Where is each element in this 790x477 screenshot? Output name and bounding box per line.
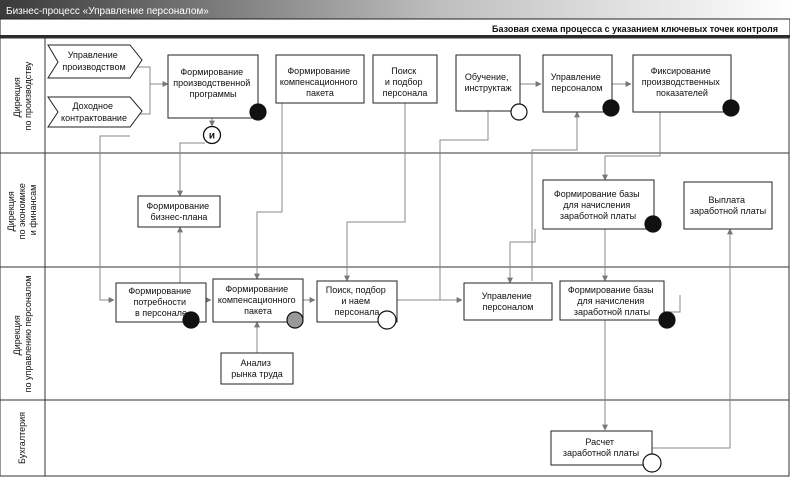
gateway-circle bbox=[202, 125, 222, 145]
process-box bbox=[220, 352, 294, 385]
swimlane-frame bbox=[0, 37, 790, 477]
box-salary-base-2: Формирование базы для начисления заработ… bbox=[559, 280, 665, 321]
process-box-label: Формирование базы для начисления заработ… bbox=[554, 189, 642, 221]
box-business-plan: Формирование бизнес-плана bbox=[137, 195, 221, 228]
process-box-label: Управление персоналом bbox=[482, 291, 535, 312]
and-gateway: и bbox=[202, 125, 222, 145]
process-box-label: Выплата заработной платы bbox=[690, 195, 766, 216]
control-point-marker bbox=[182, 311, 200, 329]
flow-arrow bbox=[602, 112, 661, 181]
box-search-selection-1: Поиск и подбор персонала bbox=[372, 54, 438, 104]
process-box-label: Формирование потребности в персонале bbox=[128, 286, 193, 318]
box-production-program: Формирование производственной программы bbox=[167, 54, 259, 119]
box-salary-base-1: Формирование базы для начисления заработ… bbox=[542, 179, 655, 230]
box-compensation-package-1: Формирование компенсационного пакета bbox=[275, 54, 365, 104]
process-box-label: Расчет заработной платы bbox=[563, 437, 639, 458]
process-box bbox=[455, 54, 521, 112]
process-box-label: Формирование компенсационного пакета bbox=[218, 284, 298, 316]
process-box bbox=[372, 54, 438, 104]
header-title-bar bbox=[0, 0, 790, 19]
control-point-marker bbox=[249, 103, 267, 121]
control-point-marker bbox=[286, 311, 304, 329]
process-steps: Формирование производственной программы … bbox=[115, 54, 773, 466]
process-box-label: Формирование компенсационного пакета bbox=[280, 66, 360, 98]
process-box bbox=[137, 195, 221, 228]
input-shape bbox=[47, 96, 143, 128]
process-box bbox=[212, 278, 304, 323]
control-points bbox=[182, 99, 740, 473]
process-box bbox=[632, 54, 732, 113]
subtitle-underline bbox=[0, 35, 790, 38]
control-point-marker bbox=[642, 453, 662, 473]
process-box bbox=[550, 430, 653, 466]
box-personnel-management-1: Управление персоналом bbox=[542, 54, 613, 113]
control-point-marker bbox=[658, 311, 676, 329]
swimlanes: Дирекция по производству Дирекция по эко… bbox=[0, 37, 790, 477]
input-revenue-contracting: Доходное контрактование bbox=[47, 96, 143, 128]
process-box-label: Формирование бизнес-плана bbox=[146, 201, 211, 222]
process-box bbox=[542, 54, 613, 113]
process-box-label: Поиск, подбор и наем персонала bbox=[326, 285, 389, 317]
input-label: Управление производством bbox=[62, 50, 125, 72]
control-point-marker bbox=[644, 215, 662, 233]
process-box bbox=[167, 54, 259, 119]
flow-arrow bbox=[439, 103, 491, 300]
input-shape bbox=[47, 44, 143, 79]
flow-connectors bbox=[99, 66, 733, 449]
page-title: Бизнес-процесс «Управление персоналом» bbox=[6, 6, 209, 17]
process-box bbox=[683, 181, 773, 230]
diagram-subtitle: Базовая схема процесса с указанием ключе… bbox=[492, 24, 778, 34]
lane-label-economics: Дирекция по экономике и финансам bbox=[6, 181, 38, 240]
flow-arrow bbox=[531, 111, 580, 281]
gateway-label: и bbox=[209, 131, 215, 142]
control-point-marker bbox=[510, 103, 528, 121]
control-point-marker bbox=[722, 99, 740, 117]
process-box bbox=[463, 282, 553, 321]
flow-arrow bbox=[652, 228, 733, 449]
process-box-label: Формирование базы для начисления заработ… bbox=[568, 285, 656, 317]
process-box bbox=[275, 54, 365, 104]
box-personnel-management-2: Управление персоналом bbox=[463, 282, 553, 321]
flow-arrow bbox=[507, 229, 536, 284]
process-box-label: Обучение, инструктаж bbox=[464, 72, 511, 93]
flow-arrow bbox=[254, 103, 283, 280]
process-box-label: Управление персоналом bbox=[551, 72, 604, 93]
box-salary-payment: Выплата заработной платы bbox=[683, 181, 773, 230]
box-compensation-package-2: Формирование компенсационного пакета bbox=[212, 278, 304, 323]
flow-arrow bbox=[177, 142, 205, 197]
process-box bbox=[542, 179, 655, 230]
flow-arrow bbox=[344, 103, 406, 282]
box-salary-calculation: Расчет заработной платы bbox=[550, 430, 653, 466]
process-inputs: Управление производством Доходное контра… bbox=[47, 44, 143, 128]
lane-label-production: Дирекция по производству bbox=[12, 61, 33, 130]
process-box bbox=[559, 280, 665, 321]
flow-arrow bbox=[99, 135, 130, 303]
box-training: Обучение, инструктаж bbox=[455, 54, 521, 112]
box-production-indicators: Фиксирование производственных показателе… bbox=[632, 54, 732, 113]
process-box-label: Фиксирование производственных показателе… bbox=[642, 66, 723, 98]
lane-label-personnel: Дирекция по управлению персоналом bbox=[12, 276, 33, 393]
lane-label-accounting: Бухгалтерия bbox=[17, 412, 27, 464]
header: Бизнес-процесс «Управление персоналом» Б… bbox=[0, 0, 790, 38]
process-box-label: Формирование производственной программы bbox=[173, 67, 253, 99]
control-point-marker bbox=[377, 310, 397, 330]
control-point-marker bbox=[602, 99, 620, 117]
input-production-management: Управление производством bbox=[47, 44, 143, 79]
input-label: Доходное контрактование bbox=[61, 101, 127, 123]
process-box-label: Анализ рынка труда bbox=[231, 358, 283, 379]
flow-arrow bbox=[129, 66, 169, 87]
process-box-label: Поиск и подбор персонала bbox=[383, 66, 428, 98]
box-labor-market: Анализ рынка труда bbox=[220, 352, 294, 385]
